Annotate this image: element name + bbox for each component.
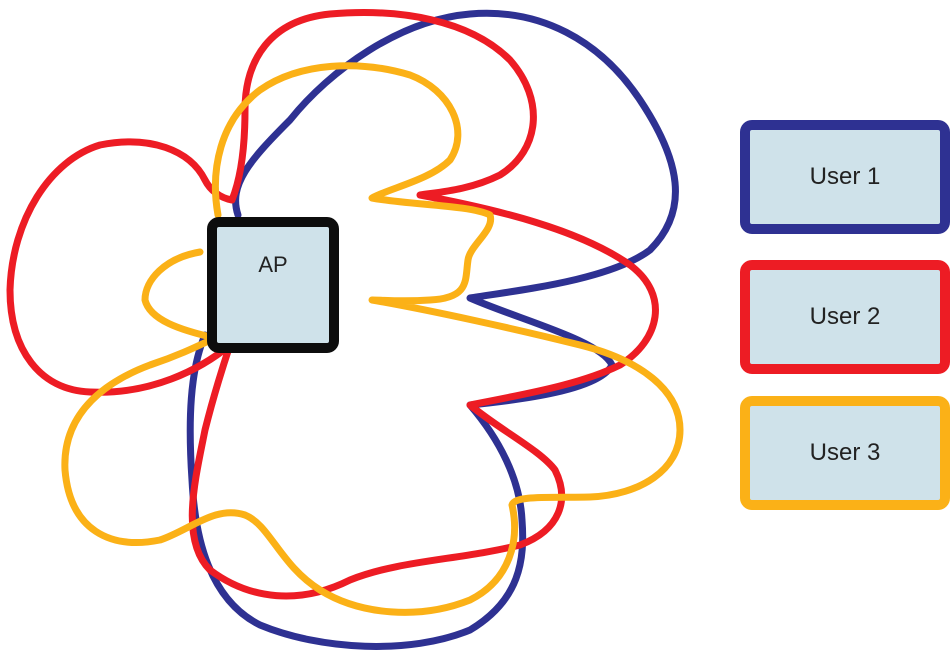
user-2-label: User 2 (809, 303, 881, 330)
access-point-box: AP (207, 217, 339, 353)
user-1-beam (186, 9, 679, 650)
user-1-box: User 1 (740, 120, 950, 234)
user-1-label: User 1 (809, 163, 881, 190)
user-3-label: User 3 (809, 439, 881, 466)
user-3-beam (61, 62, 684, 616)
user-3-box: User 3 (740, 396, 950, 510)
user-2-box: User 2 (740, 260, 950, 374)
user-2-beam (6, 9, 659, 600)
access-point-label: AP (258, 252, 288, 277)
